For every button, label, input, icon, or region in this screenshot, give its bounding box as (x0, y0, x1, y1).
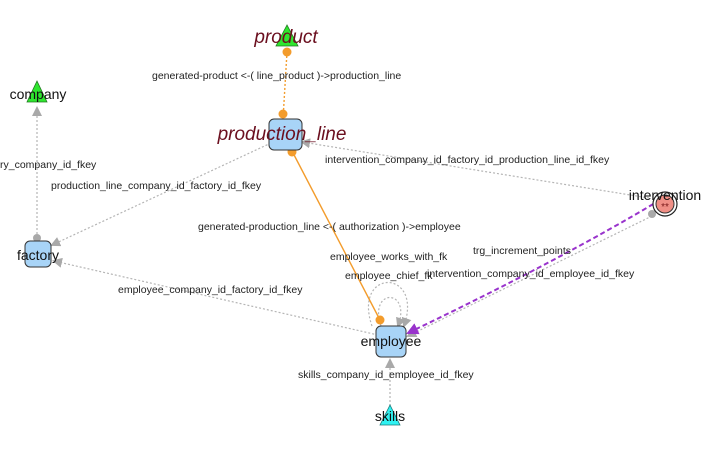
edge-intervention-production-line (300, 138, 650, 199)
intervention-label: intervention (629, 187, 701, 203)
edge-label-employee-factory: employee_company_id_factory_id_fkey (118, 284, 303, 296)
edge-generated-production-line (291, 150, 381, 321)
company-triangle-icon[interactable] (26, 80, 48, 103)
edge-generated-product (282, 51, 288, 120)
edge-employee-chief-loop (378, 296, 406, 328)
edge-label-generated-product: generated-product <-( line_product )->pr… (152, 70, 401, 82)
edge-label-intervention-employee: intervention_company_id_employee_id_fkey (427, 268, 635, 280)
edge-employee-factory (52, 257, 379, 336)
edge-intervention-employee (406, 215, 653, 337)
intervention-badge: ** (661, 202, 669, 213)
edge-dot-orange (375, 315, 385, 325)
edge-trg-increment-points (406, 199, 661, 335)
edge-production-line-factory (50, 142, 272, 247)
skills-label: skills (375, 408, 405, 424)
edge-dot (33, 234, 41, 242)
product-label: product (253, 27, 318, 48)
edge-dot (648, 210, 656, 218)
skills-triangle-icon[interactable] (379, 404, 401, 426)
employee-label: employee (361, 333, 422, 349)
product-triangle-icon[interactable] (275, 24, 299, 47)
edge-label-generated-production-line: generated-production_line <-( authorizat… (198, 221, 461, 233)
edge-label-employee-chief: employee_chief_fk (345, 270, 433, 282)
employee-node[interactable] (375, 325, 407, 358)
edge-dot-orange (282, 47, 292, 57)
edge-label-intervention-production-line: intervention_company_id_factory_id_produ… (325, 154, 610, 166)
edge-label-skills-employee: skills_company_id_employee_id_fkey (298, 369, 474, 381)
edge-label-trg-increment-points: trg_increment_points (473, 245, 571, 257)
edge-label-employee-works-with: employee_works_with_fk (330, 251, 448, 263)
production-line-label: production_line (217, 124, 347, 145)
edge-label-production-line-factory: production_line_company_id_factory_id_fk… (51, 180, 262, 192)
edge-dot-orange (278, 109, 288, 119)
edge-label-company-fkey: ry_company_id_fkey (0, 159, 97, 171)
company-label: company (10, 86, 67, 102)
factory-label: factory (17, 247, 59, 263)
intervention-node[interactable] (655, 194, 675, 214)
edge-employee-works-with-loop (367, 281, 412, 328)
factory-node[interactable] (24, 240, 52, 268)
production-line-node[interactable] (268, 118, 303, 151)
